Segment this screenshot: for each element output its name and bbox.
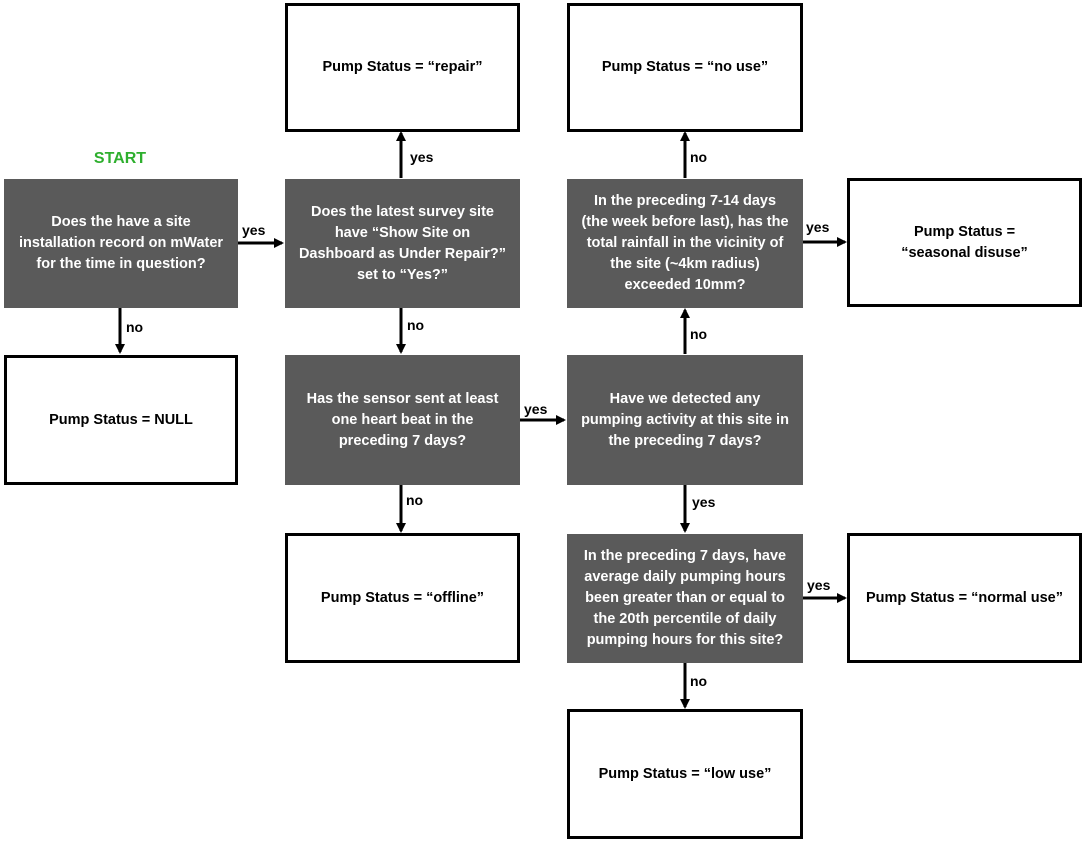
- edge-label-repair-yes: yes: [410, 149, 434, 165]
- start-label: START: [93, 150, 147, 167]
- outcome-repair: Pump Status = “repair”: [285, 3, 520, 132]
- outcome-repair-text: Pump Status = “repair”: [322, 59, 483, 75]
- outcome-seasonal-disuse: Pump Status = “seasonal disuse”: [847, 178, 1082, 307]
- outcome-no-use-text: Pump Status = “no use”: [601, 59, 769, 75]
- decision-pumping-hours-text: In the preceding 7 days, have average da…: [583, 548, 787, 648]
- edge-label-hours-no: no: [690, 673, 708, 689]
- decision-pumping-activity-text: Have we detected any pumping activity at…: [581, 390, 789, 449]
- outcome-low-use-text: Pump Status = “low use”: [598, 765, 772, 782]
- edge-label-rainfall-no: no: [690, 149, 708, 165]
- decision-site-installation-text: Does the have a site installation record…: [18, 214, 224, 272]
- edge-label-install-no: no: [126, 319, 144, 335]
- decision-heartbeat: Has the sensor sent at least one heart b…: [285, 355, 520, 485]
- edge-label-heartbeat-no: no: [406, 492, 424, 508]
- decision-rainfall: In the preceding 7-14 days (the week bef…: [567, 179, 803, 308]
- decision-pumping-activity: Have we detected any pumping activity at…: [567, 355, 803, 485]
- edge-label-install-yes: yes: [242, 222, 266, 238]
- edge-label-repair-no: no: [407, 317, 425, 333]
- edge-label-activity-yes: yes: [692, 494, 716, 510]
- edge-label-hours-yes: yes: [807, 577, 831, 593]
- decision-under-repair-text: Does the latest survey site have “Show S…: [298, 203, 507, 283]
- decision-heartbeat-text: Has the sensor sent at least one heart b…: [306, 390, 499, 449]
- outcome-offline: Pump Status = “offline”: [285, 533, 520, 663]
- decision-rainfall-text: In the preceding 7-14 days (the week bef…: [581, 193, 789, 293]
- decision-pumping-hours: In the preceding 7 days, have average da…: [567, 534, 803, 663]
- outcome-offline-text: Pump Status = “offline”: [320, 589, 485, 606]
- outcome-null-text: Pump Status = NULL: [49, 411, 193, 428]
- outcome-normal-use: Pump Status = “normal use”: [847, 533, 1082, 663]
- edge-label-heartbeat-yes: yes: [524, 401, 548, 417]
- outcome-low-use: Pump Status = “low use”: [567, 709, 803, 839]
- outcome-seasonal-disuse-text: Pump Status = “seasonal disuse”: [901, 223, 1028, 261]
- outcome-no-use: Pump Status = “no use”: [567, 3, 803, 132]
- edge-label-activity-no: no: [690, 326, 708, 342]
- edge-label-rainfall-yes: yes: [806, 219, 830, 235]
- decision-under-repair: Does the latest survey site have “Show S…: [285, 179, 520, 308]
- outcome-normal-use-text: Pump Status = “normal use”: [865, 589, 1063, 606]
- decision-site-installation: Does the have a site installation record…: [4, 179, 238, 308]
- outcome-null: Pump Status = NULL: [4, 355, 238, 485]
